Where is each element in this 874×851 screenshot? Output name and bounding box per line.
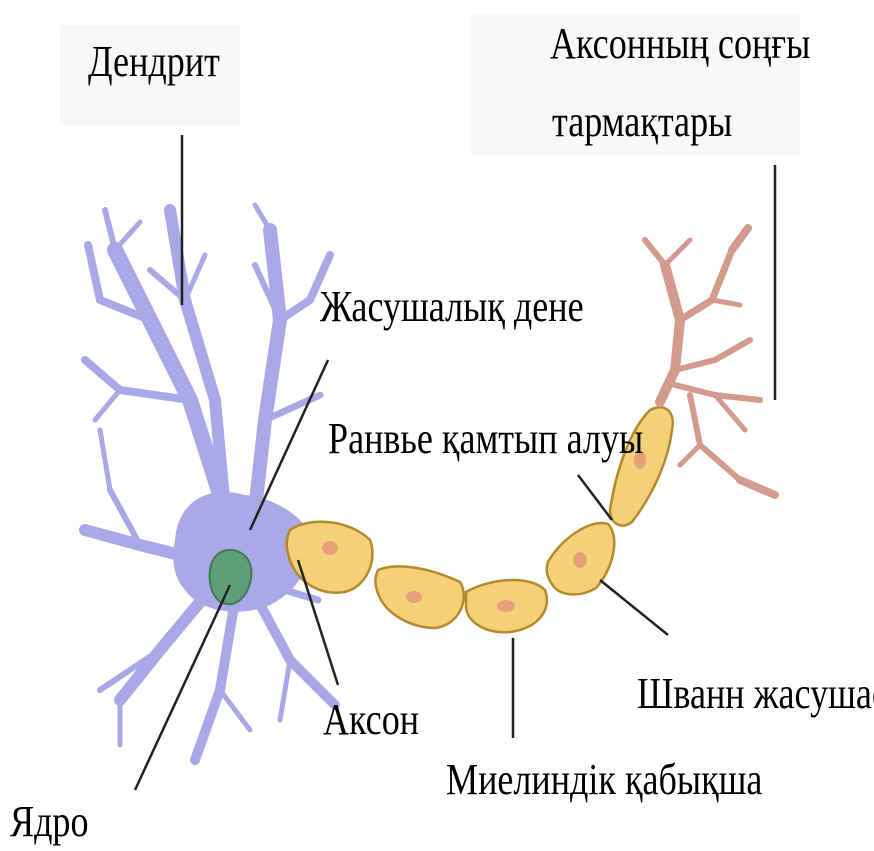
label-axon-terminals-line2: тармақтары bbox=[552, 100, 732, 144]
label-nucleus: Ядро bbox=[10, 800, 89, 844]
label-cell-body: Жасушалық дене bbox=[320, 285, 584, 329]
label-axon: Аксон bbox=[323, 698, 419, 742]
label-dendrite: Дендрит bbox=[88, 40, 220, 84]
label-axon-terminals-line1: Аксонның соңғы bbox=[550, 22, 810, 66]
label-ranvier: Ранвье қамтып алуы bbox=[328, 417, 643, 461]
dendrites bbox=[85, 205, 335, 760]
label-myelin: Миелиндік қабықша bbox=[446, 758, 762, 802]
label-schwann: Шванн жасушасы bbox=[637, 672, 874, 716]
